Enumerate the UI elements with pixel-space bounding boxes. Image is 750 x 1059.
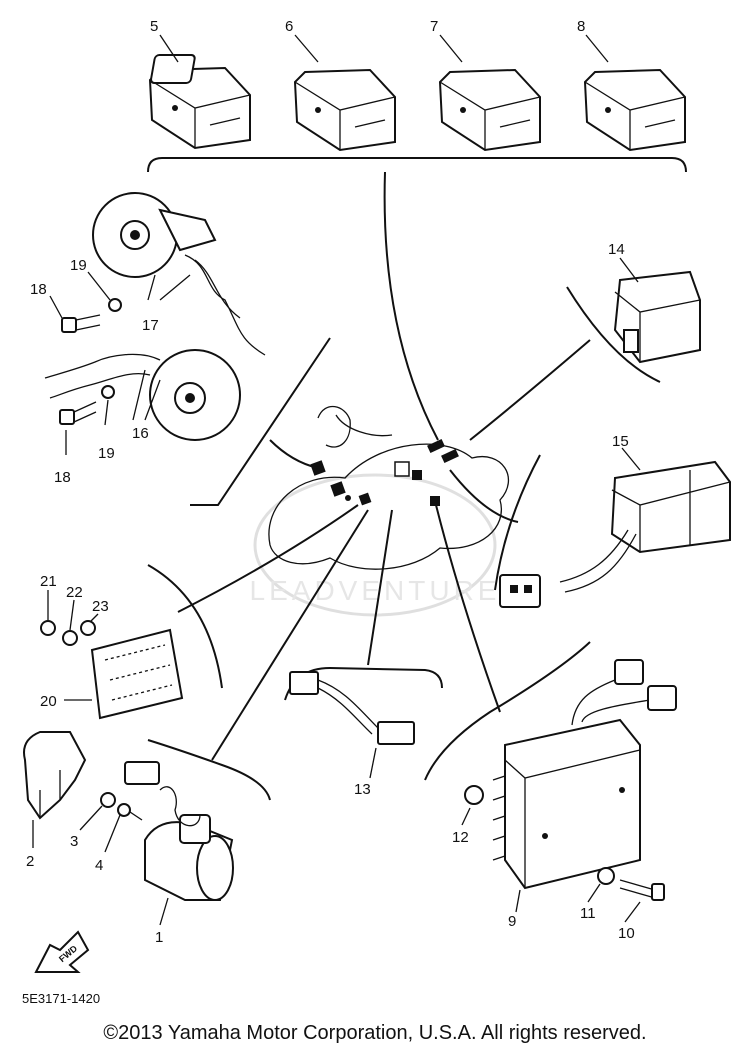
bolt-18-lower	[59, 401, 97, 425]
callout-13: 13	[354, 781, 371, 798]
bolt-10	[619, 879, 665, 901]
grommet-21	[40, 620, 56, 636]
callout-7: 7	[430, 18, 438, 35]
callout-5: 5	[150, 18, 158, 35]
callout-3: 3	[70, 833, 78, 850]
washer-4	[117, 803, 131, 817]
harness-13-group: 13	[284, 509, 443, 798]
horn-group: 19 18 17 16 19 18	[30, 192, 331, 506]
callout-12: 12	[452, 829, 469, 846]
horn-17	[92, 192, 266, 356]
relay-6	[293, 68, 396, 152]
nut-23	[80, 620, 96, 636]
callout-2: 2	[26, 853, 34, 870]
washer-19-upper	[108, 298, 122, 312]
callout-20: 20	[40, 693, 57, 710]
nut-3	[100, 792, 116, 808]
watermark: LEADVENTURE	[250, 473, 501, 617]
callout-17: 17	[142, 317, 159, 334]
collar-12	[464, 785, 484, 805]
callout-9: 9	[508, 913, 516, 930]
callout-15: 15	[612, 433, 629, 450]
motor-1	[124, 761, 234, 901]
callout-1: 1	[155, 929, 163, 946]
unit-15-group: 15	[449, 433, 731, 608]
relay-group: 5 6 7 8	[147, 18, 687, 441]
watermark-text: LEADVENTURE	[250, 575, 501, 606]
callout-11: 11	[580, 905, 596, 922]
copyright-notice: ©2013 Yamaha Motor Corporation, U.S.A. A…	[103, 1022, 647, 1044]
relay-8	[583, 68, 686, 152]
motor-group: 2 3 4 1	[23, 509, 369, 946]
relay-7	[438, 68, 541, 152]
fwd-arrow: FWD	[34, 930, 90, 973]
part-code: 5E3171-1420	[22, 991, 100, 1006]
callout-16: 16	[132, 425, 149, 442]
regulator-group: 12 11 10 9	[424, 504, 677, 942]
plate-group: 21 22 23 20	[40, 504, 359, 720]
callout-6: 6	[285, 18, 293, 35]
callout-19-upper: 19	[70, 257, 87, 274]
callout-19-lower: 19	[98, 445, 115, 462]
callout-8: 8	[577, 18, 585, 35]
relay-14-group: 14	[469, 241, 701, 441]
bolt-18-upper	[61, 314, 101, 333]
callout-23: 23	[92, 598, 109, 615]
washer-11	[597, 867, 615, 885]
callout-14: 14	[608, 241, 625, 258]
switch-2	[23, 731, 87, 820]
washer-19-lower	[101, 385, 115, 399]
callout-22: 22	[66, 584, 83, 601]
motorcycle-outline	[268, 405, 510, 570]
relay-5	[148, 54, 251, 150]
washer-22	[62, 630, 78, 646]
callout-21: 21	[40, 573, 57, 590]
horn-16	[44, 349, 241, 441]
callout-4: 4	[95, 857, 103, 874]
callout-10: 10	[618, 925, 635, 942]
callout-18-upper: 18	[30, 281, 47, 298]
callout-18-lower: 18	[54, 469, 71, 486]
